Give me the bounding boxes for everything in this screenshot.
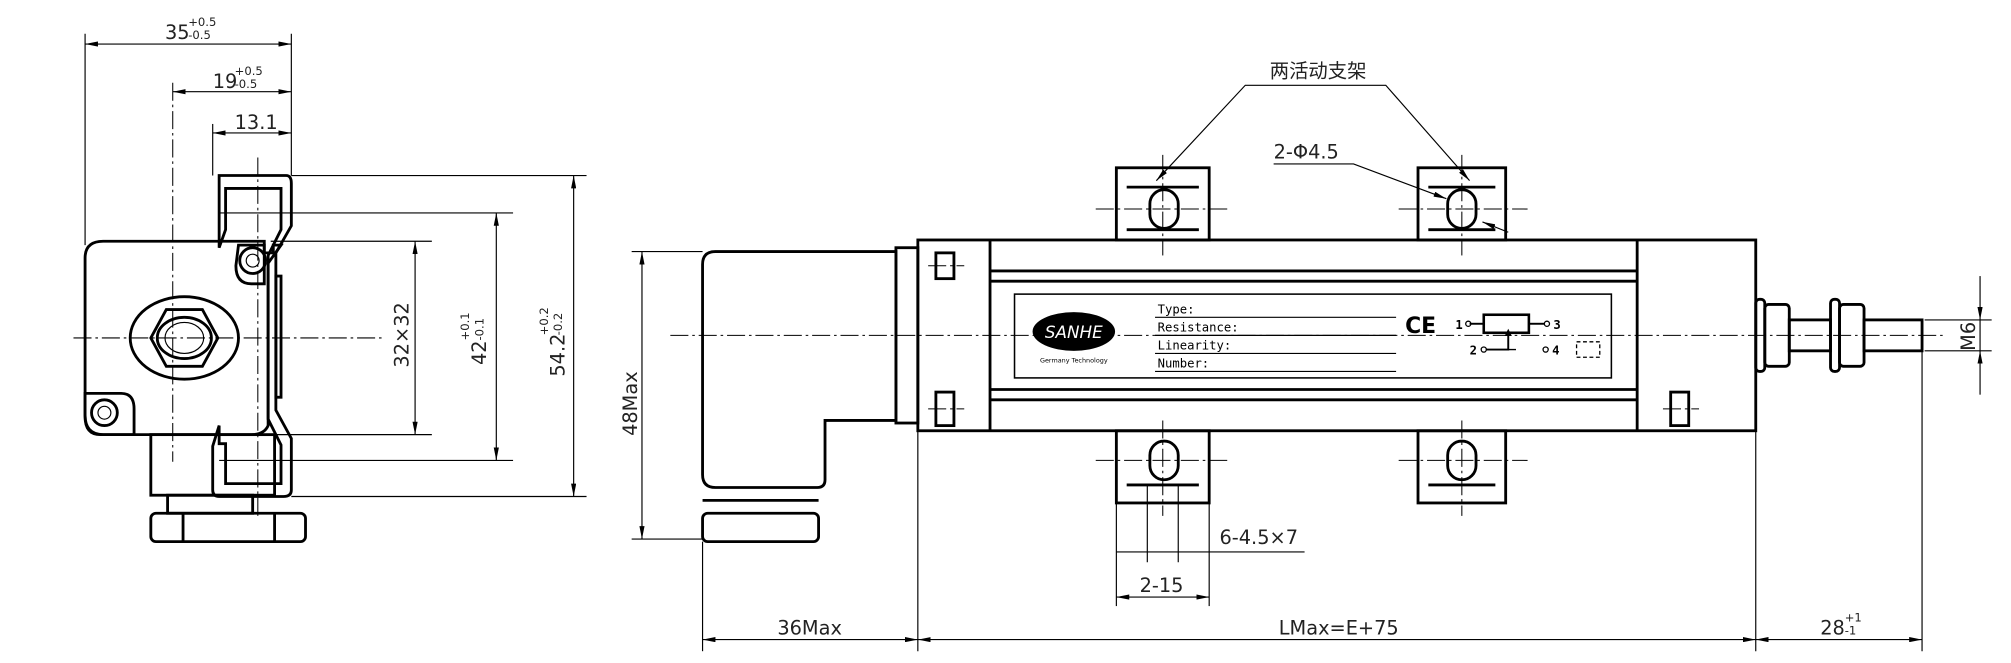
dim-54-lower: -0.2 bbox=[551, 313, 565, 336]
dim-13-1: 13.1 bbox=[235, 111, 278, 134]
dim-35-lower: -0.5 bbox=[188, 28, 211, 42]
hole-note: 2-Φ4.5 bbox=[1274, 141, 1339, 164]
pin-2: 2 bbox=[1470, 344, 1477, 358]
label-plate: SANHE Germany Technology Type: Resistanc… bbox=[1013, 293, 1613, 379]
side-view: 35 +0.5 -0.5 19 +0.5 -0.5 13.1 32×32 42 … bbox=[73, 15, 587, 544]
field-linearity: Linearity: bbox=[1158, 339, 1232, 353]
dim-28: 28 bbox=[1820, 616, 1845, 639]
ce-mark: CE bbox=[1405, 314, 1436, 339]
pin-1: 1 bbox=[1455, 318, 1462, 332]
logo-text: SANHE bbox=[1045, 322, 1103, 342]
tagline: Germany Technology bbox=[1040, 356, 1108, 364]
dim-28-lower: -1 bbox=[1845, 623, 1857, 637]
slot-note: 6-4.5×7 bbox=[1219, 526, 1298, 549]
bracket-note: 两活动支架 bbox=[1270, 60, 1367, 83]
dim-lmax: LMax=E+75 bbox=[1279, 616, 1399, 639]
field-type: Type: bbox=[1158, 302, 1195, 316]
dim-54-upper: +0.2 bbox=[537, 307, 551, 335]
potentiometer-symbol-icon bbox=[1465, 313, 1601, 358]
dim-42-lower: -0.1 bbox=[472, 318, 486, 341]
field-resistance: Resistance: bbox=[1158, 320, 1239, 334]
thread-m6: M6 bbox=[1957, 322, 1980, 351]
actuator-rod bbox=[1754, 297, 1924, 373]
dim-19-upper: +0.5 bbox=[235, 64, 263, 78]
sanhe-logo bbox=[1032, 312, 1116, 351]
dim-36max: 36Max bbox=[777, 616, 842, 639]
dim-42: 42 bbox=[468, 340, 491, 365]
dim-32x32: 32×32 bbox=[391, 302, 414, 367]
dim-28-upper: +1 bbox=[1845, 611, 1862, 625]
dim-48max: 48Max bbox=[619, 371, 642, 436]
dim-35-upper: +0.5 bbox=[188, 15, 216, 29]
dim-35: 35 bbox=[165, 21, 190, 44]
dim-42-upper: +0.1 bbox=[458, 312, 472, 340]
dim-54-2: 54.2 bbox=[547, 334, 570, 377]
dim-19-lower: -0.5 bbox=[235, 77, 258, 91]
field-number: Number: bbox=[1158, 357, 1210, 371]
pin-4: 4 bbox=[1552, 344, 1559, 358]
front-view: SANHE Germany Technology Type: Resistanc… bbox=[619, 60, 1992, 652]
slot-spacing: 2-15 bbox=[1140, 574, 1184, 597]
dim-19: 19 bbox=[213, 70, 238, 93]
pin-3: 3 bbox=[1553, 318, 1560, 332]
